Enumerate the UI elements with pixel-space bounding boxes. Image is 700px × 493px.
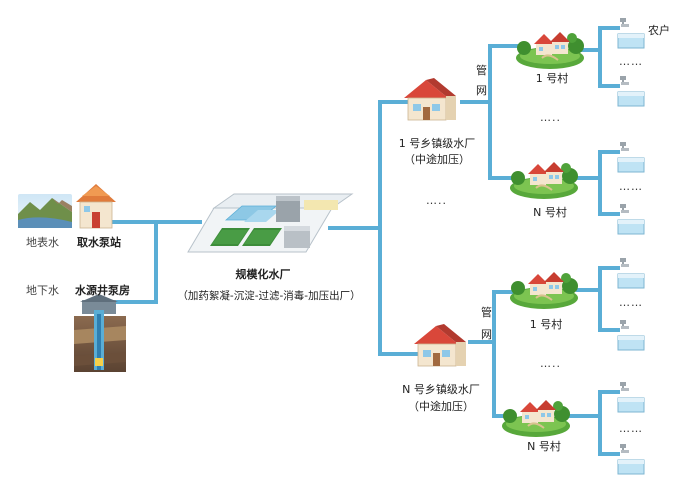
village-upper-n-label: N 号村: [533, 206, 567, 219]
household-tap-icon: [617, 257, 645, 289]
pipe-network-label-char: 管: [481, 306, 492, 319]
households: [617, 17, 645, 475]
surface-water-label: 地表水: [26, 236, 59, 249]
ellipsis-households: ……: [619, 296, 643, 309]
surface-water-image: [18, 194, 72, 228]
pipe-hh-3: [576, 266, 620, 332]
village-lower-1-icon: [509, 271, 579, 310]
ellipsis-households: ……: [619, 55, 643, 68]
town-plant-n-title: N 号乡镇级水厂: [402, 383, 480, 396]
household-tap-icon: [617, 75, 645, 107]
intake-pump-station-label: 取水泵站: [77, 236, 121, 249]
household-tap-icon: [617, 17, 645, 49]
main-plant-illustration: [187, 193, 354, 253]
town-plant-1-note: （中途加压）: [404, 153, 470, 166]
town-plant-1-title: 1 号乡镇级水厂: [398, 137, 476, 150]
village-upper-n-icon: [509, 161, 579, 200]
pipe-hh-4: [566, 390, 620, 456]
intake-pump-house-icon: [76, 184, 116, 229]
pipe-hh-1: [576, 26, 620, 88]
village-upper-1-label: 1 号村: [535, 72, 569, 85]
household-tap-icon: [617, 319, 645, 351]
pipe-hh-2: [576, 150, 620, 216]
town-plant-n-house-icon: [413, 323, 467, 367]
town-plant-1-house-icon: [403, 77, 457, 121]
household-tap-icon: [617, 443, 645, 475]
village-lower-1-label: 1 号村: [529, 318, 563, 331]
ellipsis-villages: …..: [540, 357, 561, 370]
main-plant-process: （加药絮凝-沉淀-过滤-消毒-加压出厂）: [177, 290, 361, 302]
village-lower-n-icon: [501, 399, 571, 438]
well-pump-house-icon: [74, 294, 126, 372]
ellipsis-town-plants: …..: [426, 194, 447, 207]
pipe-network-label-char: 网: [481, 328, 492, 341]
households-label: 农户: [648, 24, 670, 37]
main-plant-title: 规模化水厂: [235, 268, 291, 281]
well-pump-house-label: 水源井泵房: [75, 284, 130, 297]
groundwater-label: 地下水: [26, 284, 59, 297]
pipe-network: [98, 26, 620, 456]
pipe-network-label-char: 管: [476, 64, 487, 77]
household-tap-icon: [617, 381, 645, 413]
ellipsis-households: ……: [619, 422, 643, 435]
village-upper-1-icon: [515, 31, 585, 70]
ellipsis-households: ……: [619, 180, 643, 193]
village-lower-n-label: N 号村: [527, 440, 561, 453]
town-plant-n-note: （中途加压）: [408, 400, 474, 413]
household-tap-icon: [617, 141, 645, 173]
ellipsis-villages: …..: [540, 111, 561, 124]
household-tap-icon: [617, 203, 645, 235]
pipe-network-label-char: 网: [476, 84, 487, 97]
